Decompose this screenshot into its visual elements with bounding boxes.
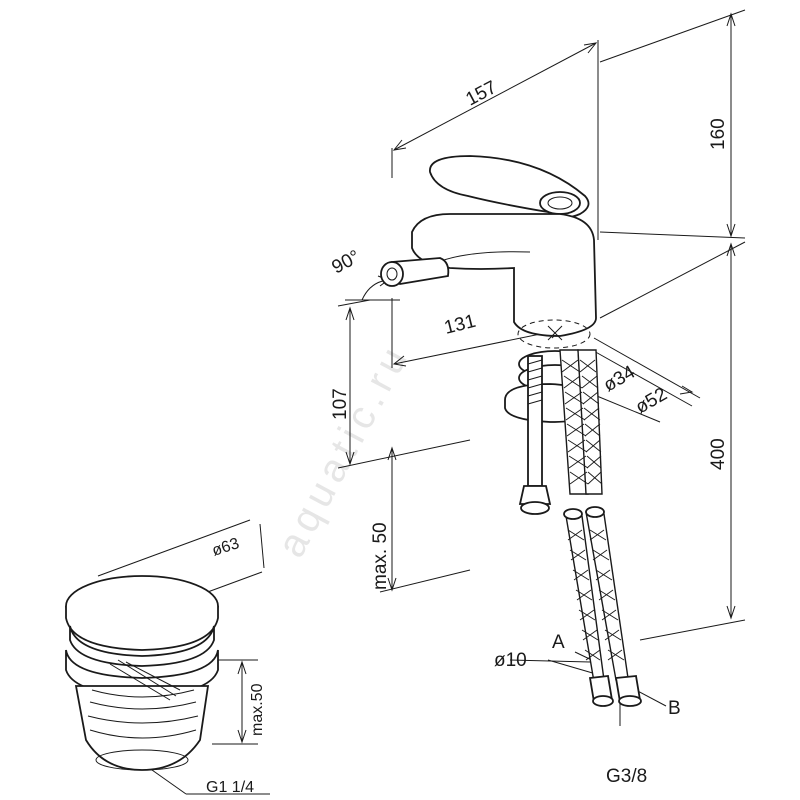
dim-g38-label: G3/8: [606, 766, 647, 787]
dim-160-label: 160: [708, 118, 729, 150]
dim-157-label: 157: [462, 77, 500, 110]
label-a: A: [552, 632, 565, 653]
dim-drain-max50-label: max.50: [249, 683, 266, 736]
dim-d10-label: ø10: [494, 650, 527, 671]
dim-400-label: 400: [708, 438, 729, 470]
dim-107-label: 107: [330, 388, 351, 420]
dim-max50-label: max. 50: [370, 522, 391, 590]
watermark: aquatic.ru: [269, 335, 418, 564]
dim-131-label: 131: [442, 311, 478, 339]
drain-assembly: [65, 519, 270, 795]
dim-d63-label: ø63: [210, 535, 242, 560]
supply-hoses: [518, 349, 642, 707]
dim-g114-label: G1 1/4: [206, 779, 254, 796]
dim-d34-label: ø34: [600, 362, 639, 397]
label-b: B: [668, 698, 681, 719]
dim-90-label: 90°: [328, 246, 363, 278]
